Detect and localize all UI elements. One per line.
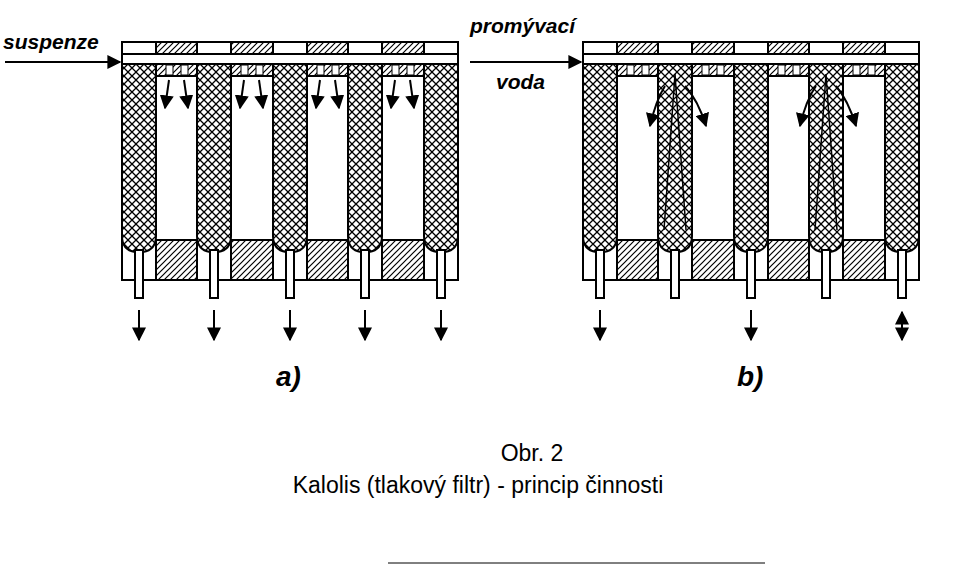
flow-label: voda [496,70,545,93]
figure-caption: Kalolis (tlakový filtr) - princip činnos… [293,473,664,498]
panel-label: b) [737,362,763,393]
figure-number: Obr. 2 [501,441,564,466]
flow-label: promývací [470,14,575,37]
panel-label: a) [276,362,301,393]
flow-label: suspenze [3,30,99,53]
